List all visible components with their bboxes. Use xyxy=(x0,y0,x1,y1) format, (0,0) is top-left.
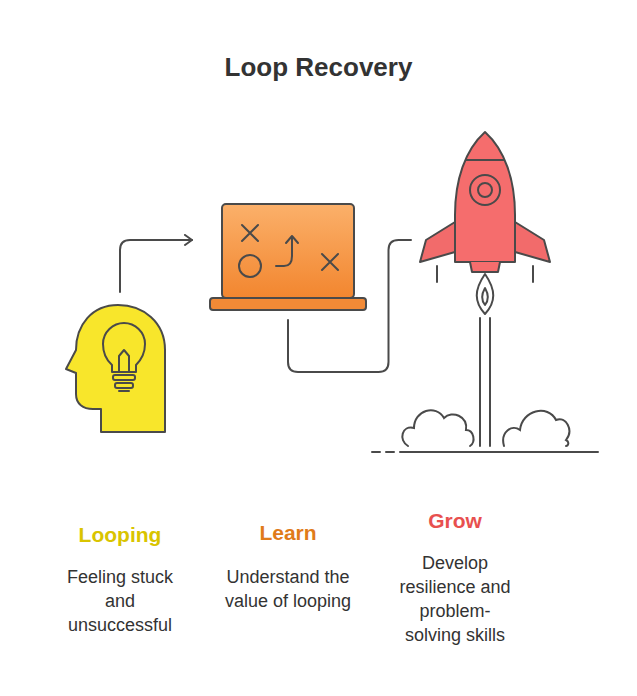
step-heading: Looping xyxy=(20,522,220,548)
rocket-icon xyxy=(420,132,550,446)
learn-step: LearnUnderstand the value of looping xyxy=(208,202,368,312)
diagram-title: Loop Recovery xyxy=(0,52,637,83)
step-heading: Learn xyxy=(188,520,388,546)
head-icon xyxy=(66,305,165,432)
clouds xyxy=(372,410,598,452)
step-heading: Grow xyxy=(355,508,555,534)
laptop-icon xyxy=(210,204,366,310)
step-description: Understand the value of looping xyxy=(213,565,363,613)
looping-step: LoopingFeeling stuck and unsuccessful xyxy=(67,302,173,434)
step-description: Feeling stuck and unsuccessful xyxy=(55,565,185,637)
grow-step: GrowDevelop resilience and problem-solvi… xyxy=(417,128,553,268)
flow-connector xyxy=(120,240,192,292)
step-description: Develop resilience and problem-solving s… xyxy=(393,551,518,647)
flow-connector xyxy=(288,240,411,372)
